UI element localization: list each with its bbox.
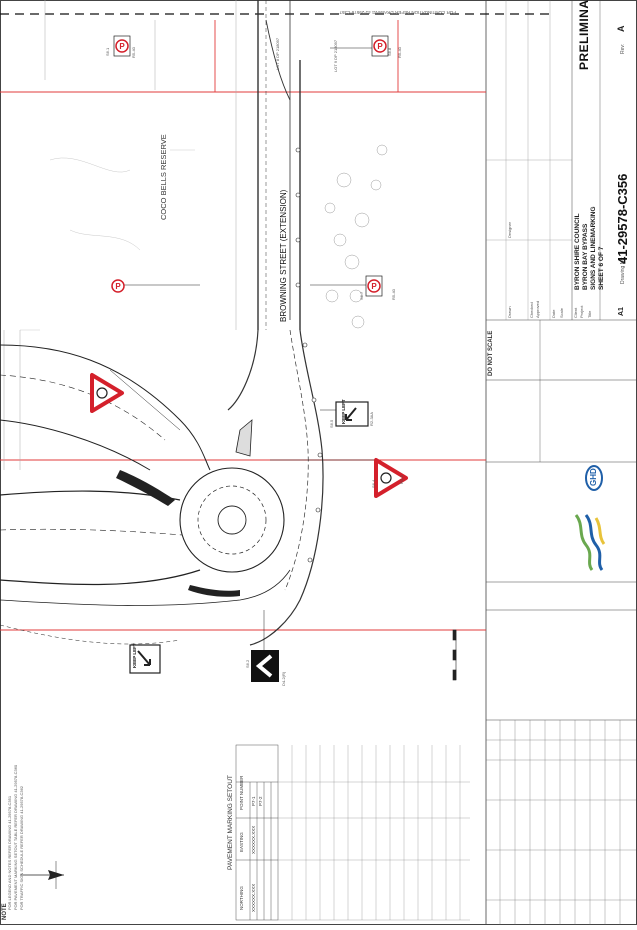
continuation-note: FOR CONTINUATION REFER DRAWING 41-29578-… (339, 10, 456, 15)
western-approach (0, 344, 291, 645)
label-client: Client (573, 307, 578, 318)
sign-id-s6-1: S6.1 (105, 47, 110, 56)
setout-header-easting: EASTING (239, 832, 244, 852)
scale-bar (452, 629, 457, 681)
setout-row-2-point: P7-2 (258, 796, 263, 806)
sign-code-r5-40-b: R5-40 (397, 47, 402, 58)
cadastral-lines (3, 0, 237, 470)
no-parking-sign-2: P (371, 35, 389, 57)
label-title: Title (587, 310, 592, 318)
setout-header-point: POINT NUMBER (239, 775, 244, 810)
ghd-logo-text: GHD (589, 468, 598, 486)
chevron-marker (251, 650, 279, 682)
kerb-markers (295, 147, 323, 563)
no-parking-sign-1: P (113, 35, 131, 57)
sign-id-s6-2: S6.2 (245, 659, 250, 668)
revision: A (616, 25, 626, 33)
sign-id-s6-8: S6.8 (387, 47, 392, 56)
setout-header-northing: NORTHING (239, 886, 244, 910)
setout-row-1-northing: XXXXXX.XXX (251, 883, 256, 912)
do-not-scale: DO NOT SCALE (488, 330, 494, 376)
sheet-title-1: SIGNS AND LINEMARKING (590, 206, 597, 290)
preliminary-stamp: PRELIMINARY (577, 0, 591, 70)
council-logo (574, 514, 606, 571)
north-arrow (20, 861, 64, 889)
red-control-lines (0, 20, 486, 631)
project-name: BYRON BAY BYPASS (582, 223, 589, 290)
setout-row-1-point: P7-1 (251, 796, 256, 806)
no-parking-sign-3: P (111, 279, 125, 293)
svg-text:P: P (371, 282, 377, 291)
sign-code-r5-40-c: R5-40 (391, 289, 396, 300)
label-checked: Checked (529, 302, 534, 318)
revision-grid (486, 720, 636, 925)
sign-id-s6-4: S6.4 (371, 479, 376, 488)
roundabout (179, 467, 285, 573)
keep-left-label-2: KEEP LEFT (132, 643, 137, 668)
drawing-number: 41-29578-C356 (615, 173, 630, 264)
street-label: BROWNING STREET (EXTENSION) (279, 189, 288, 322)
road-corridor (227, 0, 324, 646)
label-drawn: Drawn (507, 306, 512, 318)
roundabout-sign-2 (374, 458, 408, 498)
keep-left-sign-2 (129, 644, 161, 674)
lot-a-label: LOT 8 DP 218097 (275, 37, 280, 70)
svg-text:P: P (119, 42, 125, 51)
note-3: FOR TRAFFIC SIGN SCHEDULE REFER DRAWING … (19, 785, 24, 910)
client-name: BYRON SHIRE COUNCIL (574, 213, 581, 290)
title-block-frame (485, 0, 637, 925)
label-designer: Designer (507, 221, 512, 238)
sign-code-r5-40-a: R5-40 (131, 47, 136, 58)
keep-left-label-1: KEEP LEFT (341, 399, 346, 424)
label-scale: Scale (559, 307, 564, 318)
svg-text:P: P (377, 42, 383, 51)
setout-table-grid (235, 744, 279, 921)
keep-left-sign-1 (335, 401, 369, 427)
roundabout-code: R1-3 (399, 475, 404, 484)
note-1: FOR LEGEND AND NOTES REFER DRAWING 41-29… (7, 795, 12, 910)
sheet-title-2: SHEET 6 OF 7 (598, 246, 605, 290)
setout-table-title: PAVEMENT MARKING SETOUT (227, 775, 234, 870)
label-project: Project (579, 305, 584, 318)
svg-text:P: P (115, 282, 121, 291)
label-date: Date (551, 309, 556, 318)
trees (324, 144, 388, 329)
keep-left-code: R2-3AA (369, 411, 374, 426)
splitter-island (235, 419, 253, 457)
chevron-code: D4-2(R) (281, 671, 286, 686)
no-parking-sign-4: P (365, 275, 383, 297)
lot-b-label: LOT 9 DP 218097 (333, 39, 338, 72)
note-2: FOR PAVEMENT MARKING SETOUT TABLE REFER … (13, 764, 18, 910)
label-approved: Approved (535, 300, 540, 318)
sign-id-s6-7: S6.7 (359, 291, 364, 300)
sign-id-s6-5: S6.5 (329, 419, 334, 428)
setout-row-1-easting: XXXXXX.XXX (251, 825, 256, 854)
rev-label: Rev: (620, 43, 626, 54)
roundabout-sign-1 (90, 373, 124, 413)
place-label: COCO BELLS RESERVE (159, 134, 168, 220)
sheet-size: A1 (618, 307, 625, 316)
sign-leaders (109, 47, 378, 660)
